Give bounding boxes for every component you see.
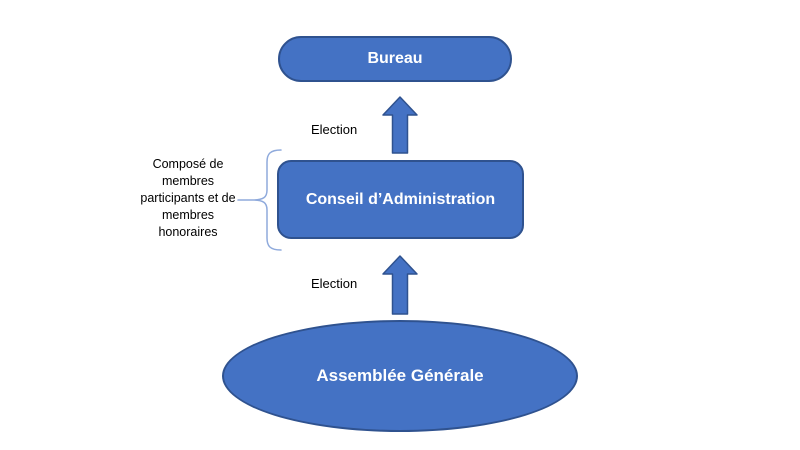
up-arrow-conseil-to-bureau — [382, 96, 418, 154]
node-conseil-administration-label: Conseil d’Administration — [305, 190, 496, 208]
up-arrow-icon — [382, 255, 418, 315]
edge-label-election-bottom: Election — [311, 276, 358, 291]
node-assemblee-generale-label: Assemblée Générale — [316, 366, 484, 385]
annotation-composition-note: Composé de membres participants et de me… — [140, 157, 236, 239]
edge-label-election-top: Election — [311, 122, 358, 137]
node-bureau-label: Bureau — [367, 50, 423, 67]
node-bureau: Bureau — [278, 36, 512, 82]
left-curly-brace-icon — [237, 149, 282, 251]
brace-path — [237, 149, 282, 251]
up-arrow-assemblee-to-conseil — [382, 255, 418, 315]
up-arrow-icon — [382, 96, 418, 154]
node-assemblee-generale: Assemblée Générale — [222, 320, 578, 432]
node-conseil-administration: Conseil d’Administration — [277, 160, 524, 239]
